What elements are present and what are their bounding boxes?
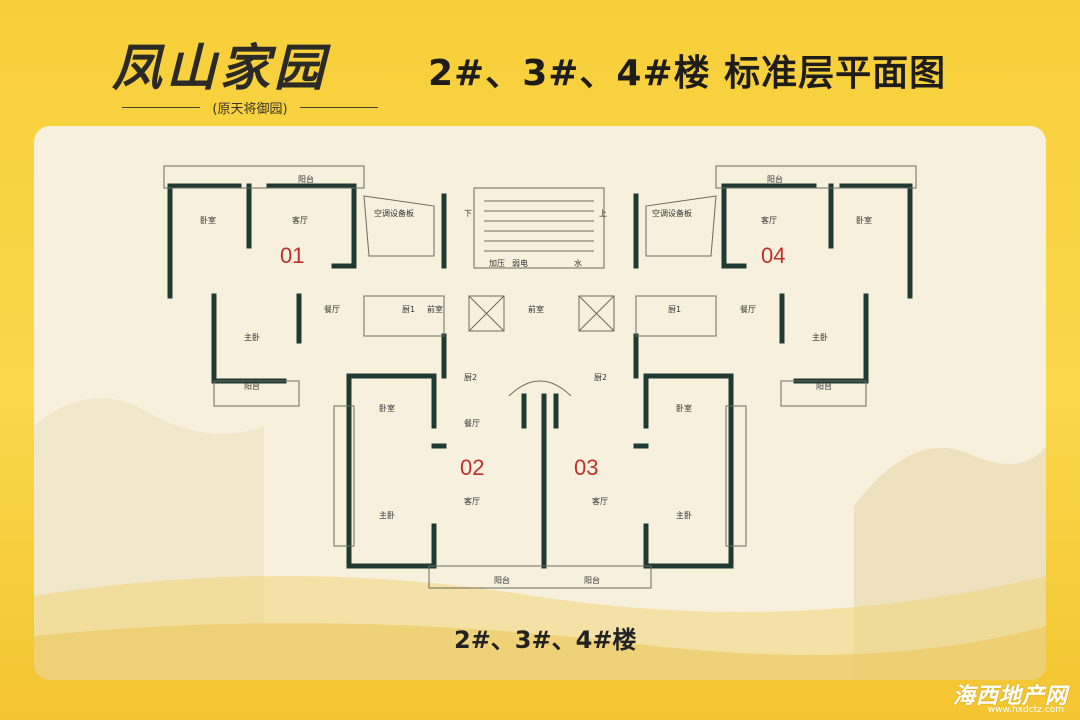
room-fire: 加压 (489, 258, 505, 268)
unit-label-04: 04 (761, 243, 785, 268)
brand-sub-line-right (300, 107, 378, 108)
room-bedroom-03: 卧室 (676, 403, 692, 413)
room-dining-01: 餐厅 (324, 305, 340, 314)
building-label: 2#、3#、4#楼 (454, 626, 637, 654)
room-master-02: 主卧 (379, 510, 395, 520)
room-hall-left: 前室 (427, 304, 443, 314)
room-dining-02: 餐厅 (464, 419, 480, 428)
room-bedroom-01: 卧室 (200, 215, 216, 225)
room-water: 水 (574, 258, 582, 268)
watermark-url: www.hxdctz.com (987, 705, 1064, 715)
header: 凤山家园 (原天将御园) 2#、3#、4#楼 标准层平面图 (0, 0, 1080, 125)
room-bedroom-04: 卧室 (856, 215, 872, 225)
room-master-03: 主卧 (676, 510, 692, 520)
room-kitchen-01: 厨1 (402, 305, 415, 314)
room-ac-01: 空调设备板 (374, 208, 414, 218)
room-living-01: 客厅 (292, 215, 308, 225)
room-living-02: 客厅 (464, 496, 480, 506)
room-living-03: 客厅 (592, 496, 608, 506)
room-ac-04: 空调设备板 (652, 208, 692, 218)
stair-up-right: 上 (599, 209, 607, 218)
room-master-04: 主卧 (812, 332, 828, 342)
room-balcony-01: 阳台 (298, 174, 314, 184)
room-bedroom-02: 卧室 (379, 403, 395, 413)
brand-logo-text: 凤山家园 (112, 38, 328, 97)
room-balcony-03: 阳台 (584, 575, 600, 585)
room-hall-center: 前室 (528, 304, 544, 314)
page-title: 2#、3#、4#楼 标准层平面图 (428, 53, 947, 94)
floor-plan-drawing: 01 02 03 04 阳台 客厅 卧室 主卧 餐厅 阳台 厨1 空调设备板 阳… (163, 165, 917, 589)
room-living-04: 客厅 (761, 215, 777, 225)
brand-subtitle: (原天将御园) (122, 98, 378, 118)
room-dining-04: 餐厅 (740, 305, 756, 314)
unit-label-03: 03 (574, 455, 598, 480)
watermark: 海西地产网 www.hxdctz.com (918, 678, 1068, 716)
room-balcony-02: 阳台 (494, 575, 510, 585)
room-bath-03: 厨2 (594, 373, 607, 382)
stair-down-left: 下 (464, 209, 472, 218)
room-kitchen-04: 厨1 (668, 305, 681, 314)
background-landscape (34, 398, 1046, 680)
room-master-01: 主卧 (244, 332, 260, 342)
room-balcony-04b: 阳台 (816, 381, 832, 391)
brand-sub-line-left (122, 107, 200, 108)
brand-subtitle-text: (原天将御园) (212, 102, 288, 117)
unit-label-01: 01 (280, 243, 304, 268)
unit-label-02: 02 (460, 455, 484, 480)
room-elec: 弱电 (512, 258, 528, 268)
floor-plan-panel: 01 02 03 04 阳台 客厅 卧室 主卧 餐厅 阳台 厨1 空调设备板 阳… (34, 126, 1046, 680)
room-balcony-04: 阳台 (767, 174, 783, 184)
room-balcony-01b: 阳台 (244, 381, 260, 391)
room-bath-02: 厨2 (464, 373, 477, 382)
watermark-text: 海西地产网 (952, 684, 1068, 709)
